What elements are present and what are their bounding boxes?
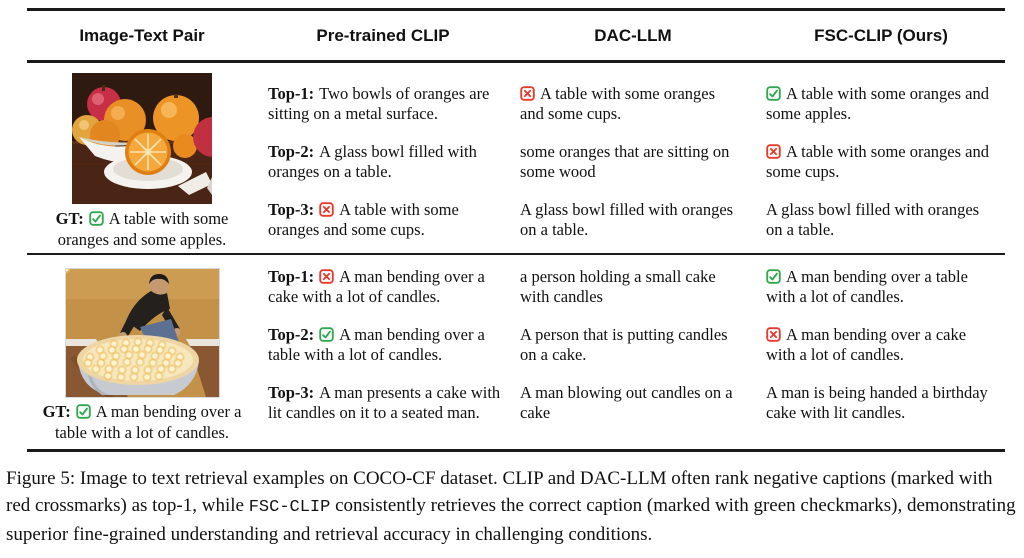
candles-photo bbox=[60, 264, 220, 398]
caption-text: A man bending over a cake with a lot of … bbox=[766, 325, 967, 364]
retrieved-caption: Top-2:A man bending over a table with a … bbox=[268, 325, 505, 365]
retrieved-caption: A man blowing out candles on a cake bbox=[520, 383, 737, 423]
row-separator-rule bbox=[27, 253, 1005, 255]
caption-text: A man presents a cake with lit candles o… bbox=[268, 383, 501, 422]
caption-text: A table with some oranges and some cups. bbox=[268, 200, 459, 239]
gt-label: GT: bbox=[55, 209, 84, 228]
retrieved-caption: A table with some oranges and some cups. bbox=[520, 84, 737, 124]
checkmark-icon bbox=[766, 86, 781, 101]
caption-text: A man bending over a table with a lot of… bbox=[268, 325, 485, 364]
retrieved-caption: A glass bowl filled with oranges on a ta… bbox=[766, 200, 993, 240]
checkmark-icon bbox=[75, 404, 91, 419]
gt-label: GT: bbox=[42, 402, 71, 421]
caption-text: A glass bowl filled with oranges on a ta… bbox=[268, 142, 477, 181]
table-bottom-rule bbox=[27, 449, 1005, 452]
caption-text: Two bowls of oranges are sitting on a me… bbox=[268, 84, 490, 123]
caption-code-token: FSC-CLIP bbox=[248, 498, 331, 517]
table-top-rule bbox=[27, 8, 1005, 11]
rank-label: Top-2: bbox=[268, 142, 315, 161]
retrieved-caption: Top-1:Two bowls of oranges are sitting o… bbox=[268, 84, 505, 124]
caption-text: a person holding a small cake with candl… bbox=[520, 267, 716, 306]
checkmark-icon bbox=[319, 327, 334, 342]
dac-llm-cell: A table with some oranges and some cups.… bbox=[509, 63, 757, 253]
table-row: GT:A table with some oranges and some ap… bbox=[27, 63, 1005, 253]
retrieved-caption: A table with some oranges and some apple… bbox=[766, 84, 993, 124]
retrieved-caption: a person holding a small cake with candl… bbox=[520, 267, 737, 307]
caption-text: A man bending over a table with a lot of… bbox=[766, 267, 968, 306]
retrieved-caption: A person that is putting candles on a ca… bbox=[520, 325, 737, 365]
retrieved-caption: A man bending over a table with a lot of… bbox=[766, 267, 993, 307]
fsc-clip-cell: A table with some oranges and some apple… bbox=[757, 63, 1005, 253]
fsc-clip-cell: A man bending over a table with a lot of… bbox=[757, 255, 1005, 449]
crossmark-icon bbox=[766, 327, 781, 342]
dac-llm-cell: a person holding a small cake with candl… bbox=[509, 255, 757, 449]
table-row: GT:A man bending over a table with a lot… bbox=[27, 255, 1005, 449]
oranges-photo bbox=[72, 73, 233, 204]
gt-text: A table with some oranges and some apple… bbox=[57, 209, 229, 249]
pretrained-clip-cell: Top-1:Two bowls of oranges are sitting o… bbox=[257, 63, 509, 253]
caption-text: A man is being handed a birthday cake wi… bbox=[766, 383, 988, 422]
candles-photo-graphic bbox=[60, 264, 219, 397]
retrieved-caption: Top-1:A man bending over a cake with a l… bbox=[268, 267, 505, 307]
caption-text: A table with some oranges and some apple… bbox=[766, 84, 989, 123]
ground-truth-caption: GT:A man bending over a table with a lot… bbox=[26, 401, 258, 443]
column-header-dac-llm: DAC-LLM bbox=[594, 25, 672, 45]
oranges-photo-graphic bbox=[72, 73, 233, 204]
retrieved-caption: Top-2:A glass bowl filled with oranges o… bbox=[268, 142, 505, 182]
header-bottom-rule bbox=[27, 60, 1005, 63]
crossmark-icon bbox=[766, 144, 781, 159]
column-header-image-text-pair: Image-Text Pair bbox=[79, 25, 205, 45]
retrieved-caption: Top-3:A table with some oranges and some… bbox=[268, 200, 505, 240]
crossmark-icon bbox=[520, 86, 535, 101]
gt-mark bbox=[89, 209, 109, 228]
caption-text: A man bending over a cake with a lot of … bbox=[268, 267, 485, 306]
caption-text: some oranges that are sitting on some wo… bbox=[520, 142, 730, 181]
retrieved-caption: some oranges that are sitting on some wo… bbox=[520, 142, 737, 182]
crossmark-icon bbox=[319, 269, 334, 284]
caption-part2: consistently retrieves the correct capti… bbox=[6, 495, 1016, 545]
column-header-pretrained-clip: Pre-trained CLIP bbox=[316, 25, 450, 45]
checkmark-icon bbox=[766, 269, 781, 284]
image-text-pair-cell: GT:A man bending over a table with a lot… bbox=[27, 255, 257, 449]
caption-text: A table with some oranges and some cups. bbox=[520, 84, 716, 123]
image-text-pair-cell: GT:A table with some oranges and some ap… bbox=[27, 63, 257, 253]
caption-text: A person that is putting candles on a ca… bbox=[520, 325, 728, 364]
retrieved-caption: A table with some oranges and some cups. bbox=[766, 142, 993, 182]
caption-text: A table with some oranges and some cups. bbox=[766, 142, 989, 181]
gt-text: A man bending over a table with a lot of… bbox=[54, 402, 242, 442]
ground-truth-caption: GT:A table with some oranges and some ap… bbox=[28, 208, 256, 250]
column-header-fsc-clip: FSC-CLIP (Ours) bbox=[814, 25, 948, 45]
retrieved-caption: Top-3:A man presents a cake with lit can… bbox=[268, 383, 505, 423]
retrieved-caption: A man bending over a cake with a lot of … bbox=[766, 325, 993, 365]
table-header-row: Image-Text Pair Pre-trained CLIP DAC-LLM… bbox=[27, 11, 1005, 60]
rank-label: Top-3: bbox=[268, 383, 315, 402]
retrieval-comparison-table: Image-Text Pair Pre-trained CLIP DAC-LLM… bbox=[27, 8, 1005, 452]
crossmark-icon bbox=[319, 202, 334, 217]
figure-caption: Figure 5: Image to text retrieval exampl… bbox=[6, 465, 1018, 548]
gt-mark bbox=[75, 402, 96, 421]
retrieved-caption: A glass bowl filled with oranges on a ta… bbox=[520, 200, 737, 240]
rank-label: Top-2: bbox=[268, 325, 315, 344]
rank-label: Top-3: bbox=[268, 200, 315, 219]
rank-label: Top-1: bbox=[268, 84, 315, 103]
caption-text: A man blowing out candles on a cake bbox=[520, 383, 733, 422]
rank-label: Top-1: bbox=[268, 267, 315, 286]
pretrained-clip-cell: Top-1:A man bending over a cake with a l… bbox=[257, 255, 509, 449]
checkmark-icon bbox=[89, 211, 104, 226]
retrieved-caption: A man is being handed a birthday cake wi… bbox=[766, 383, 993, 423]
caption-text: A glass bowl filled with oranges on a ta… bbox=[520, 200, 734, 239]
caption-part1: Figure 5: Image to text retrieval exampl… bbox=[6, 468, 993, 516]
caption-text: A glass bowl filled with oranges on a ta… bbox=[766, 200, 980, 239]
